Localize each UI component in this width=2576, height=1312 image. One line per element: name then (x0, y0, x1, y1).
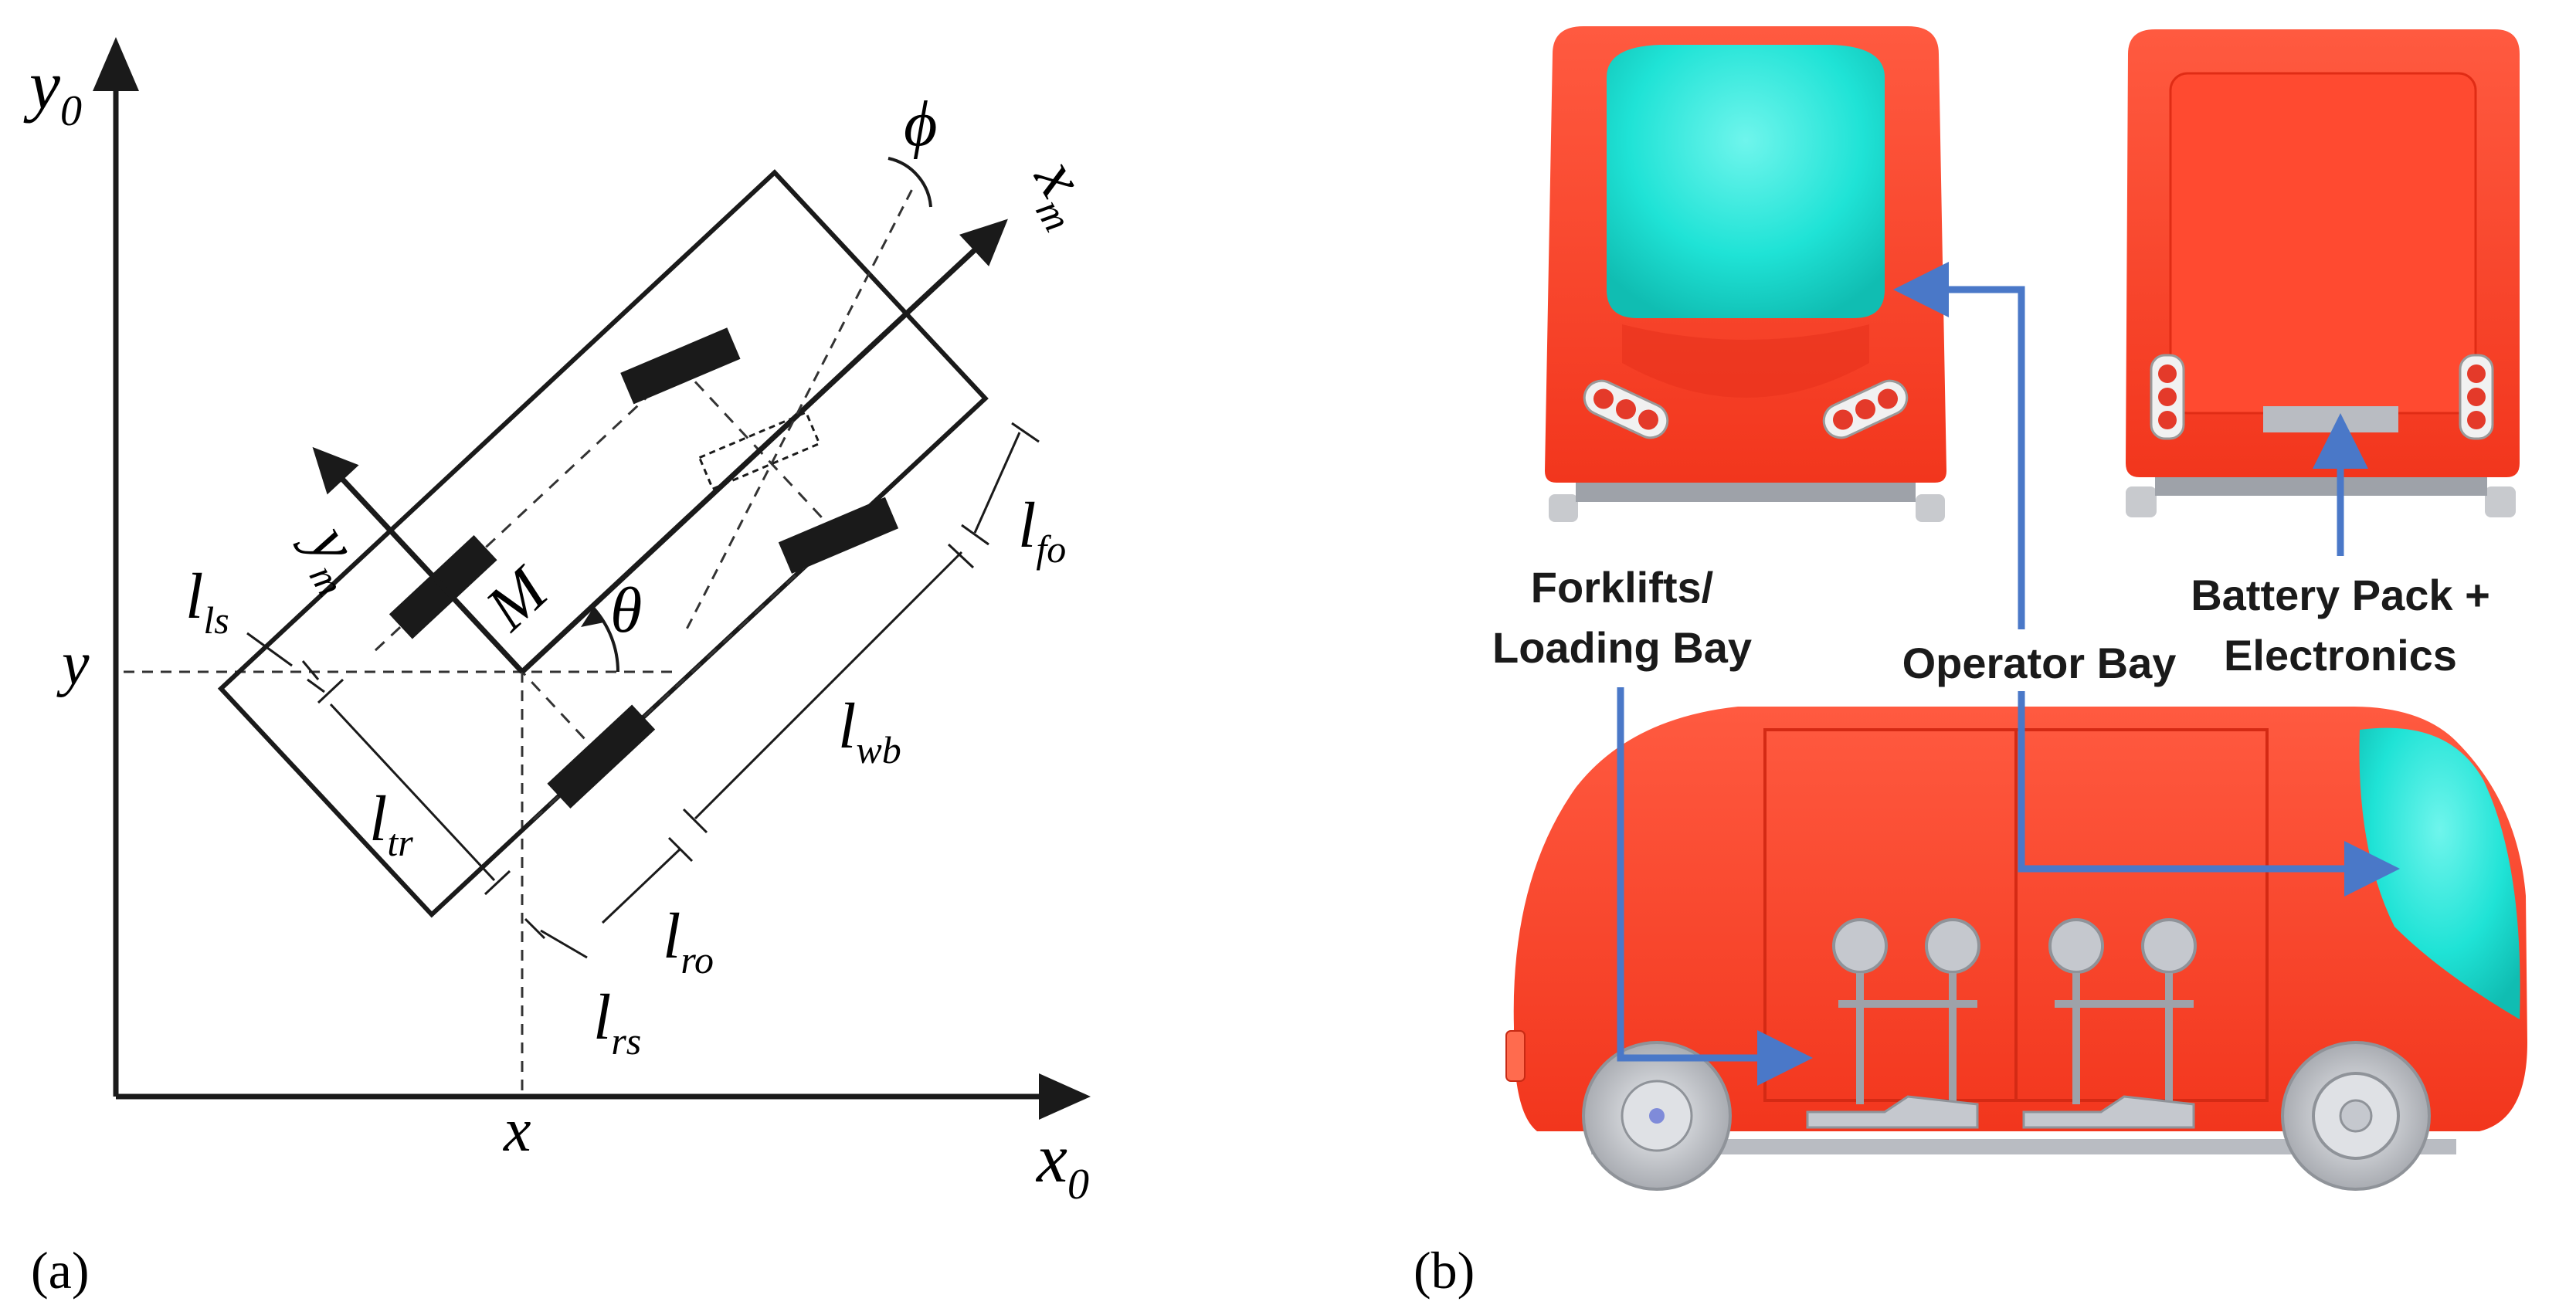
xm-axis-label: xm (1011, 145, 1114, 239)
vehicle-side-view (1505, 707, 2527, 1191)
front-left-wheel (620, 327, 741, 405)
forklift-assembly-left (1806, 918, 1980, 1129)
ym-axis-arrowhead (312, 446, 359, 495)
position-projection-lines (124, 670, 680, 1097)
callout-battery-line2: Electronics (2224, 631, 2457, 680)
callout-battery-line1: Battery Pack + (2191, 571, 2490, 619)
rear-wheel-side (1582, 1041, 1732, 1191)
vehicle-body-rotated (217, 169, 1008, 918)
panel-a-label: (a) (31, 1241, 89, 1300)
dim-label-l-wb: lwb (838, 690, 901, 771)
panel-b-vehicle-views: Forklifts/ Loading Bay Operator Bay Batt… (1414, 26, 2527, 1300)
callout-arrows (1617, 262, 2400, 1086)
dim-label-l-ro: lro (663, 900, 714, 981)
rear-right-wheel (547, 704, 656, 809)
operator-bay-arrow-top (1893, 262, 2025, 629)
rear-right-lamp-cluster (2459, 354, 2494, 440)
operator-bay-arrow-side (2018, 691, 2400, 897)
front-left-lamp-cluster (1583, 379, 1669, 439)
callout-forklifts-line2: Loading Bay (1492, 623, 1752, 672)
xm-axis (520, 238, 988, 674)
xm-axis-arrowhead (959, 219, 1008, 266)
ym-axis (330, 466, 524, 674)
x-position-label: x (503, 1097, 531, 1165)
dim-label-l-tr: ltr (369, 783, 413, 864)
phi-label: ϕ (904, 88, 937, 160)
theta-arc-arrowhead (581, 608, 604, 627)
panel-b-label: (b) (1414, 1241, 1475, 1300)
vehicle-rear-view (2126, 29, 2520, 517)
y0-axis-arrowhead (93, 37, 139, 91)
callout-forklifts-line1: Forklifts/ (1531, 563, 1714, 612)
dim-label-l-ls: lls (185, 561, 229, 642)
forklifts-arrow (1617, 687, 1813, 1086)
panel-a-kinematic-diagram: x0 y0 x y xm ym M θ ϕ lls lfo lwb ltr lr… (23, 37, 1114, 1300)
y-position-label: y (56, 630, 90, 698)
forklift-assembly-right (2022, 918, 2197, 1129)
theta-arc (592, 606, 619, 673)
rear-left-lamp-cluster (2150, 354, 2185, 440)
front-right-lamp-cluster (1822, 379, 1909, 439)
steer-direction-line (686, 188, 914, 629)
phi-arc (888, 157, 932, 208)
ym-axis-label: ym (283, 508, 385, 603)
side-windshield (2359, 727, 2520, 1019)
y0-axis-label: y0 (23, 47, 82, 135)
theta-label: θ (610, 575, 642, 646)
dimension-lines (246, 422, 1040, 959)
vehicle-front-view (1545, 26, 1946, 522)
x0-axis-label: x0 (1035, 1120, 1089, 1209)
dim-label-l-fo: lfo (1018, 490, 1066, 571)
virtual-steer-wheel (697, 411, 821, 491)
front-right-wheel (778, 497, 899, 574)
dim-label-l-rs: lrs (593, 981, 641, 1063)
license-plate-area (2263, 406, 2398, 432)
callout-operator-bay: Operator Bay (1902, 639, 2177, 687)
front-wheel-side (2281, 1041, 2431, 1191)
x0-axis-arrowhead (1039, 1073, 1091, 1120)
global-axes (113, 85, 1058, 1100)
